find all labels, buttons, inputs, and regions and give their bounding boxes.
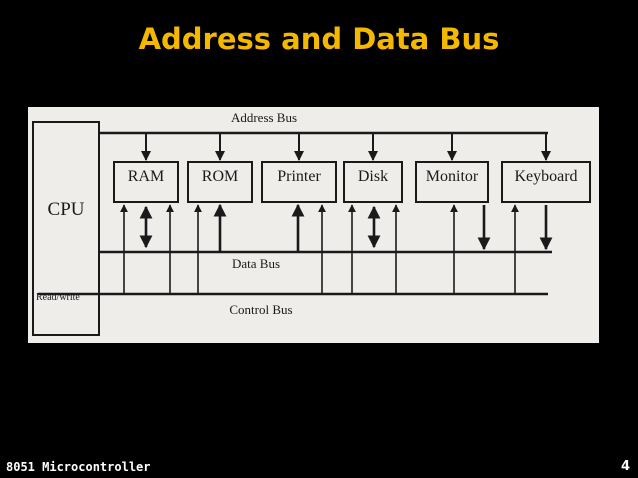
slide-title: Address and Data Bus: [138, 22, 500, 56]
keyboard-box: [501, 161, 591, 203]
printer-box: [261, 161, 337, 203]
page-number: 4: [620, 459, 630, 474]
control-arrows: [120, 204, 519, 294]
monitor-box: [415, 161, 489, 203]
footer-course-title: 8051 Microcontroller: [6, 460, 151, 474]
data-arrows: [139, 203, 553, 252]
cpu-box: [32, 121, 100, 336]
disk-box: [343, 161, 403, 203]
address-arrows: [141, 133, 551, 161]
cpu-label: CPU: [48, 199, 85, 220]
bus-diagram: CPU Read/write Address Bus Data Bus Cont…: [28, 107, 599, 343]
read-write-label: Read/write: [36, 292, 80, 303]
device-label-disk: Disk: [358, 168, 388, 185]
bus-diagram-svg: CPU Read/write Address Bus Data Bus Cont…: [32, 110, 591, 336]
address-bus-label: Address Bus: [231, 110, 297, 125]
data-bus-label: Data Bus: [232, 256, 280, 271]
device-label-keyboard: Keyboard: [514, 168, 577, 185]
device-label-monitor: Monitor: [426, 168, 479, 185]
device-label-ram: RAM: [128, 168, 164, 185]
device-label-rom: ROM: [202, 168, 238, 185]
ram-box: [113, 161, 179, 203]
rom-box: [187, 161, 253, 203]
device-label-printer: Printer: [277, 168, 321, 185]
control-bus-label: Control Bus: [229, 302, 292, 317]
